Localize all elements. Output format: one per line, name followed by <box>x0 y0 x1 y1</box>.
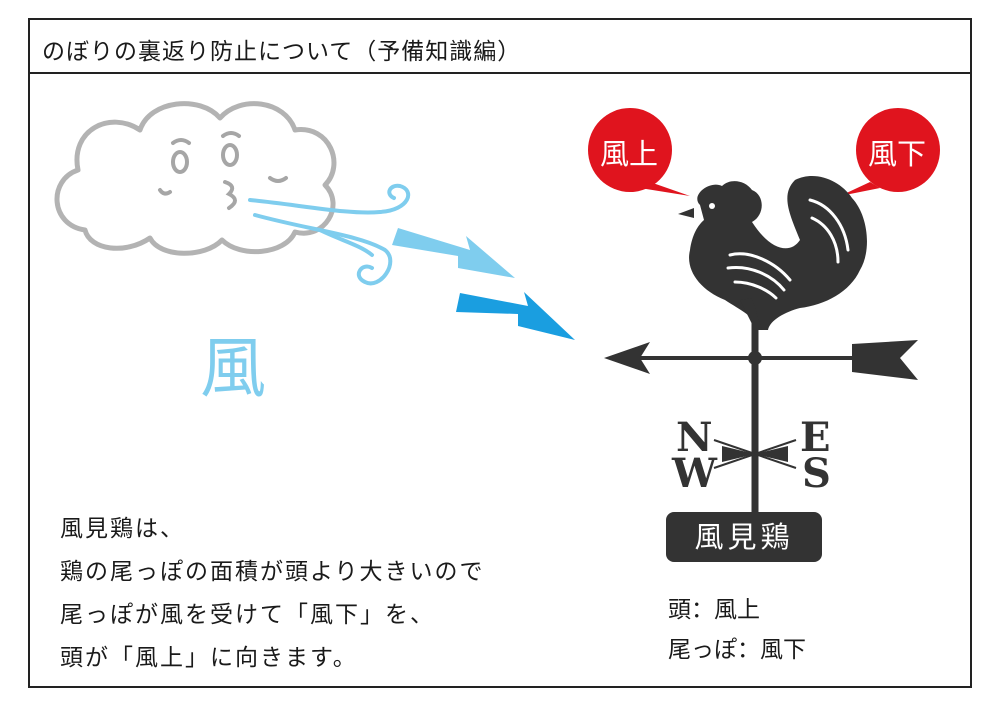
downwind-bubble <box>840 108 940 196</box>
vane-label: 風見鶏 <box>666 512 822 562</box>
upwind-bubble <box>588 108 690 196</box>
description-line: 頭が「風上」に向きます。 <box>60 645 358 671</box>
upwind-label: 風上 <box>600 137 659 171</box>
cloud-face-icon <box>54 101 337 256</box>
title-bar: のぼりの裏返り防止について（予備知識編） <box>30 20 970 74</box>
description-line: 尾っぽが風を受けて「風下」を、 <box>60 602 435 628</box>
info-block: 頭：風上 尾っぽ：風下 <box>668 590 806 670</box>
wind-swirl-icon <box>248 183 411 286</box>
description: 風見鶏は、 鶏の尾っぽの面積が頭より大きいので 尾っぽが風を受けて「風下」を、 … <box>60 508 485 680</box>
rooster-icon <box>678 176 867 330</box>
wind-label: 風 <box>200 330 266 407</box>
downwind-label: 風下 <box>868 137 927 171</box>
cloud-face-features <box>158 131 288 210</box>
rooster-wing-lines <box>709 198 850 300</box>
compass-arrow-icon <box>604 322 918 512</box>
description-line: 風見鶏は、 <box>60 516 185 542</box>
compass-e: E <box>800 414 831 461</box>
description-line: 鶏の尾っぽの面積が頭より大きいので <box>60 559 485 585</box>
info-tail: 尾っぽ：風下 <box>668 637 806 663</box>
compass-s: S <box>802 450 831 497</box>
compass-n: N <box>676 414 713 461</box>
info-head: 頭：風上 <box>668 597 760 623</box>
page-title: のぼりの裏返り防止について（予備知識編） <box>42 39 522 65</box>
compass-w: W <box>672 450 717 497</box>
wind-arrow-icon <box>392 228 575 340</box>
